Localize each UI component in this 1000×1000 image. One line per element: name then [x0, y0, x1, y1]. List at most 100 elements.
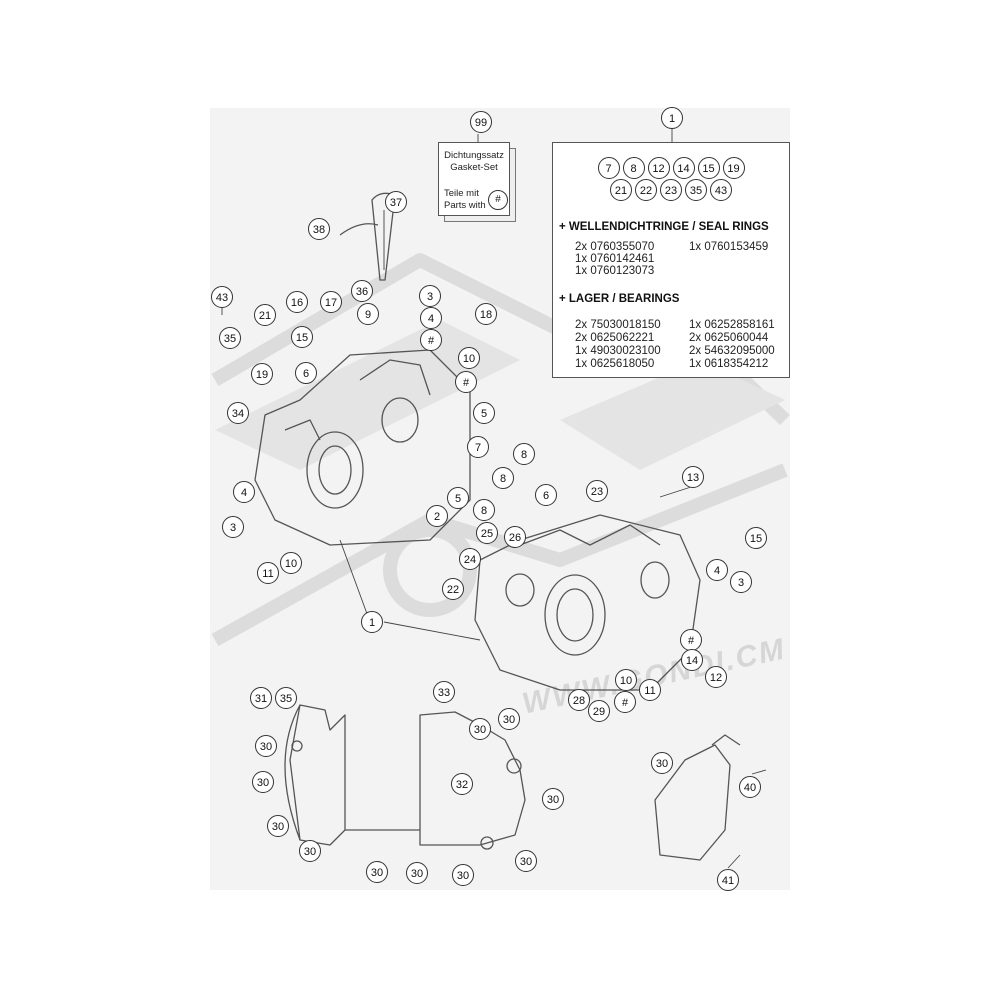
callout-5[interactable]: 5: [473, 402, 495, 424]
callout-1[interactable]: 1: [361, 611, 383, 633]
callout-21[interactable]: 21: [254, 304, 276, 326]
kit-part-22[interactable]: 22: [635, 179, 657, 201]
callout-18[interactable]: 18: [475, 303, 497, 325]
callout-30[interactable]: 30: [469, 718, 491, 740]
callout-35[interactable]: 35: [275, 687, 297, 709]
callout-23[interactable]: 23: [586, 480, 608, 502]
seal-left-0: 2x 0760355070: [575, 241, 655, 253]
kit-part-15[interactable]: 15: [697, 157, 720, 179]
bearings-heading: + LAGER / BEARINGS: [559, 293, 680, 305]
callout-2[interactable]: 2: [426, 505, 448, 527]
callout-3[interactable]: 3: [419, 285, 441, 307]
callout-37[interactable]: 37: [385, 191, 407, 213]
callout-40[interactable]: 40: [739, 776, 761, 798]
callout-31[interactable]: 31: [250, 687, 272, 709]
callout-30[interactable]: 30: [366, 861, 388, 883]
kit-part-35[interactable]: 35: [685, 179, 707, 201]
callout-12[interactable]: 12: [705, 666, 727, 688]
callout-43[interactable]: 43: [211, 286, 233, 308]
callout-7[interactable]: 7: [467, 436, 489, 458]
callout-4[interactable]: 4: [233, 481, 255, 503]
callout-kit-1[interactable]: 1: [661, 107, 683, 129]
kit-part-12[interactable]: 12: [647, 157, 670, 179]
callout-30[interactable]: 30: [542, 788, 564, 810]
callout-11[interactable]: 11: [257, 562, 279, 584]
callout-8[interactable]: 8: [513, 443, 535, 465]
gasket-set-line3: Teile mit: [444, 188, 479, 199]
callout-3[interactable]: 3: [222, 516, 244, 538]
callout-41[interactable]: 41: [717, 869, 739, 891]
callout-10[interactable]: 10: [280, 552, 302, 574]
callout-35[interactable]: 35: [219, 327, 241, 349]
callout-17[interactable]: 17: [320, 291, 342, 313]
callout-9[interactable]: 9: [357, 303, 379, 325]
callout-30[interactable]: 30: [651, 752, 673, 774]
callout-29[interactable]: 29: [588, 700, 610, 722]
callout-30[interactable]: 30: [406, 862, 428, 884]
callout-26[interactable]: 26: [504, 526, 526, 548]
callout-30[interactable]: 30: [252, 771, 274, 793]
callout-6[interactable]: 6: [535, 484, 557, 506]
callout-16[interactable]: 16: [286, 291, 308, 313]
callout-4[interactable]: 4: [706, 559, 728, 581]
gasket-set-line2: Gasket-Set: [450, 162, 498, 173]
callout-33[interactable]: 33: [433, 681, 455, 703]
callout-10[interactable]: 10: [458, 347, 480, 369]
callout-14[interactable]: 14: [681, 649, 703, 671]
callout-30[interactable]: 30: [498, 708, 520, 730]
bearing-left-3: 1x 0625618050: [575, 358, 655, 370]
kit-part-14[interactable]: 14: [672, 157, 695, 179]
callout-30[interactable]: 30: [515, 850, 537, 872]
callout-15[interactable]: 15: [291, 326, 313, 348]
callout-24[interactable]: 24: [459, 548, 481, 570]
kit-part-8[interactable]: 8: [622, 157, 645, 179]
kit-part-21[interactable]: 21: [610, 179, 632, 201]
gasket-set-line4: Parts with: [444, 200, 486, 211]
kit-part-23[interactable]: 23: [660, 179, 682, 201]
callout-30[interactable]: 30: [299, 840, 321, 862]
callout-8[interactable]: 8: [492, 467, 514, 489]
callout-6[interactable]: 6: [295, 362, 317, 384]
callout-10[interactable]: 10: [615, 669, 637, 691]
callout-4[interactable]: 4: [420, 307, 442, 329]
callout-22[interactable]: 22: [442, 578, 464, 600]
seal-left-2: 1x 0760123073: [575, 265, 655, 277]
callout-11[interactable]: 11: [639, 679, 661, 701]
seal-left-1: 1x 0760142461: [575, 253, 655, 265]
callout-25[interactable]: 25: [476, 522, 498, 544]
bearing-left-0: 2x 75030018150: [575, 319, 661, 331]
callout-99[interactable]: 99: [470, 111, 492, 133]
callout-hash[interactable]: #: [680, 629, 702, 651]
callout-3[interactable]: 3: [730, 571, 752, 593]
kit-part-43[interactable]: 43: [710, 179, 732, 201]
gasket-set-hash: #: [488, 190, 508, 210]
callout-hash[interactable]: #: [420, 329, 442, 351]
kit-part-19[interactable]: 19: [722, 157, 745, 179]
callout-hash[interactable]: #: [614, 691, 636, 713]
seal-right-0: 1x 0760153459: [689, 241, 769, 253]
bearing-right-2: 2x 54632095000: [689, 345, 775, 357]
callout-hash[interactable]: #: [455, 371, 477, 393]
callout-8[interactable]: 8: [473, 499, 495, 521]
callout-38[interactable]: 38: [308, 218, 330, 240]
callout-36[interactable]: 36: [351, 280, 373, 302]
seal-rings-heading: + WELLENDICHTRINGE / SEAL RINGS: [559, 221, 769, 233]
callout-15[interactable]: 15: [745, 527, 767, 549]
bearing-right-0: 1x 06252858161: [689, 319, 775, 331]
bearing-left-2: 1x 49030023100: [575, 345, 661, 357]
callout-30[interactable]: 30: [267, 815, 289, 837]
callout-13[interactable]: 13: [682, 466, 704, 488]
gasket-set-line1: Dichtungssatz: [444, 150, 504, 161]
callout-19[interactable]: 19: [251, 363, 273, 385]
kit-part-7[interactable]: 7: [597, 157, 620, 179]
callout-5[interactable]: 5: [447, 487, 469, 509]
callout-28[interactable]: 28: [568, 689, 590, 711]
callout-30[interactable]: 30: [255, 735, 277, 757]
callout-34[interactable]: 34: [227, 402, 249, 424]
callout-30[interactable]: 30: [452, 864, 474, 886]
callout-32[interactable]: 32: [451, 773, 473, 795]
